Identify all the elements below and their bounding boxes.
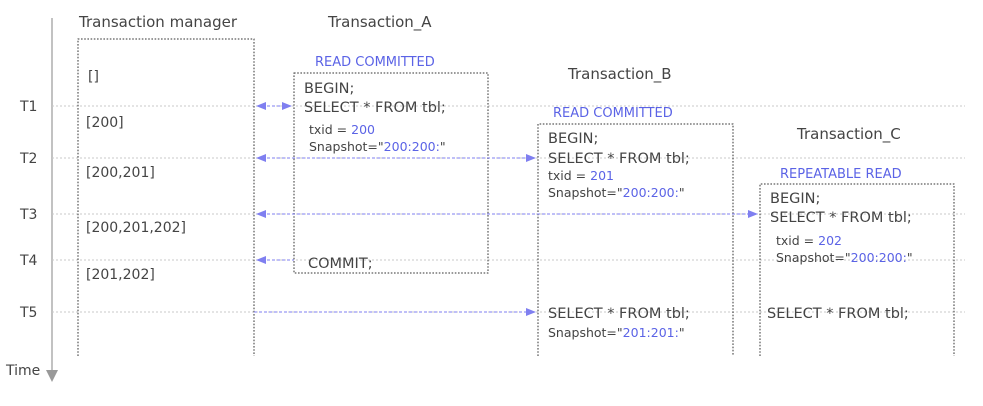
tick-t3: T3 — [19, 207, 37, 223]
b-txid-line: txid = 201 — [548, 168, 614, 183]
b-snapshot-line: Snapshot="200:200:" — [548, 185, 685, 200]
c-begin: BEGIN; — [770, 191, 820, 207]
manager-state-t1: [200] — [86, 115, 124, 131]
b-snapshot-value: 200:200: — [623, 185, 679, 200]
b-snapshot-2-value: 201:201: — [623, 325, 679, 340]
a-snapshot-value: 200:200: — [384, 139, 440, 154]
c-txid-line: txid = 202 — [776, 233, 842, 248]
c-snapshot-line: Snapshot="200:200:" — [776, 250, 913, 265]
a-txid-line: txid = 200 — [309, 122, 375, 137]
a-begin: BEGIN; — [304, 81, 354, 97]
tick-t5: T5 — [19, 305, 37, 321]
b-select-2: SELECT * FROM tbl; — [548, 306, 690, 322]
transaction-b-box — [537, 123, 734, 356]
tick-t2: T2 — [19, 151, 37, 167]
b-select: SELECT * FROM tbl; — [548, 151, 690, 167]
isolation-level-c: REPEATABLE READ — [780, 167, 902, 182]
time-label: Time — [5, 363, 40, 379]
b-txid-value: 201 — [590, 168, 614, 183]
transaction-c-box — [759, 183, 955, 356]
c-select-2: SELECT * FROM tbl; — [767, 306, 909, 322]
tick-t4: T4 — [19, 253, 38, 269]
isolation-level-b: READ COMMITTED — [553, 106, 673, 121]
tick-t1: T1 — [19, 99, 37, 115]
b-snapshot-2-line: Snapshot="201:201:" — [548, 325, 685, 340]
header-transaction-manager: Transaction manager — [78, 13, 238, 31]
isolation-level-a: READ COMMITTED — [315, 55, 435, 70]
manager-state-initial: [] — [88, 69, 99, 85]
manager-state-t3: [200,201,202] — [86, 220, 186, 236]
transaction-a-box — [293, 72, 489, 274]
a-snapshot-line: Snapshot="200:200:" — [309, 139, 446, 154]
header-transaction-b: Transaction_B — [567, 65, 672, 84]
time-arrow-icon — [46, 370, 58, 382]
a-txid-value: 200 — [351, 122, 375, 137]
c-snapshot-value: 200:200: — [851, 250, 907, 265]
c-txid-value: 202 — [818, 233, 842, 248]
manager-state-t2: [200,201] — [86, 165, 155, 181]
b-begin: BEGIN; — [548, 131, 598, 147]
header-transaction-a: Transaction_A — [327, 13, 432, 32]
transaction-manager-column — [77, 38, 255, 356]
a-select: SELECT * FROM tbl; — [304, 100, 446, 116]
manager-state-t4: [201,202] — [86, 267, 155, 283]
a-commit: COMMIT; — [308, 256, 373, 272]
header-transaction-c: Transaction_C — [796, 125, 901, 144]
c-select: SELECT * FROM tbl; — [770, 210, 912, 226]
